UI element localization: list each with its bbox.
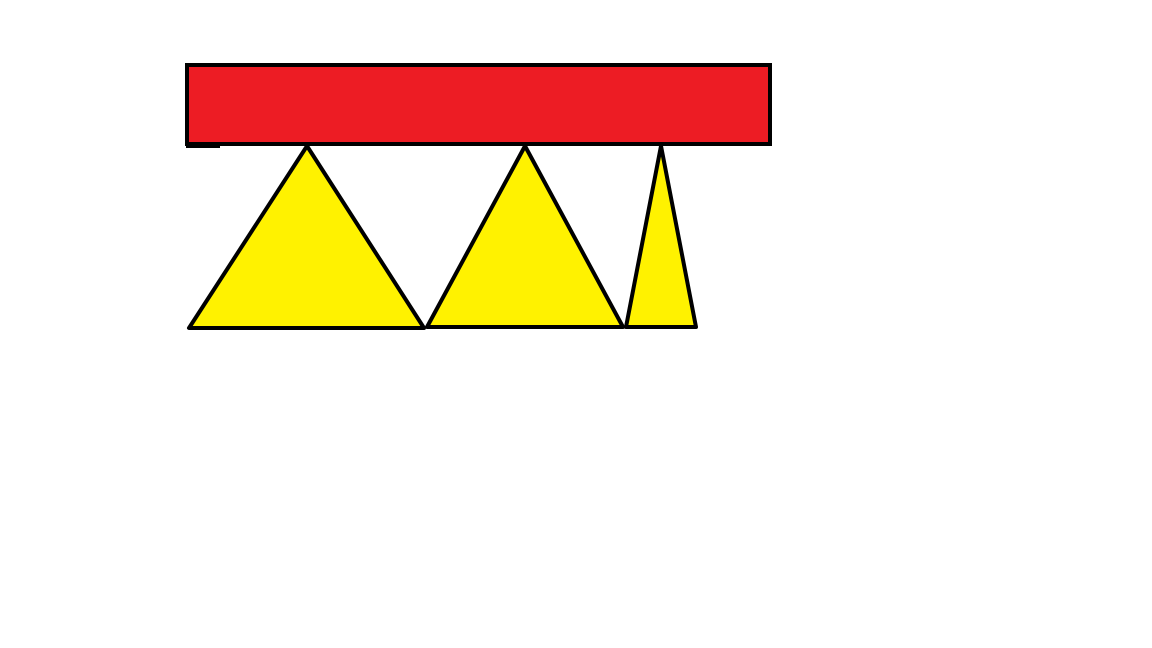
triangle-support-2 bbox=[425, 144, 625, 329]
triangle-support-1 bbox=[187, 144, 426, 330]
beam-stub-mark bbox=[186, 142, 220, 148]
triangle-support-3 bbox=[624, 144, 698, 329]
red-beam bbox=[185, 63, 772, 146]
